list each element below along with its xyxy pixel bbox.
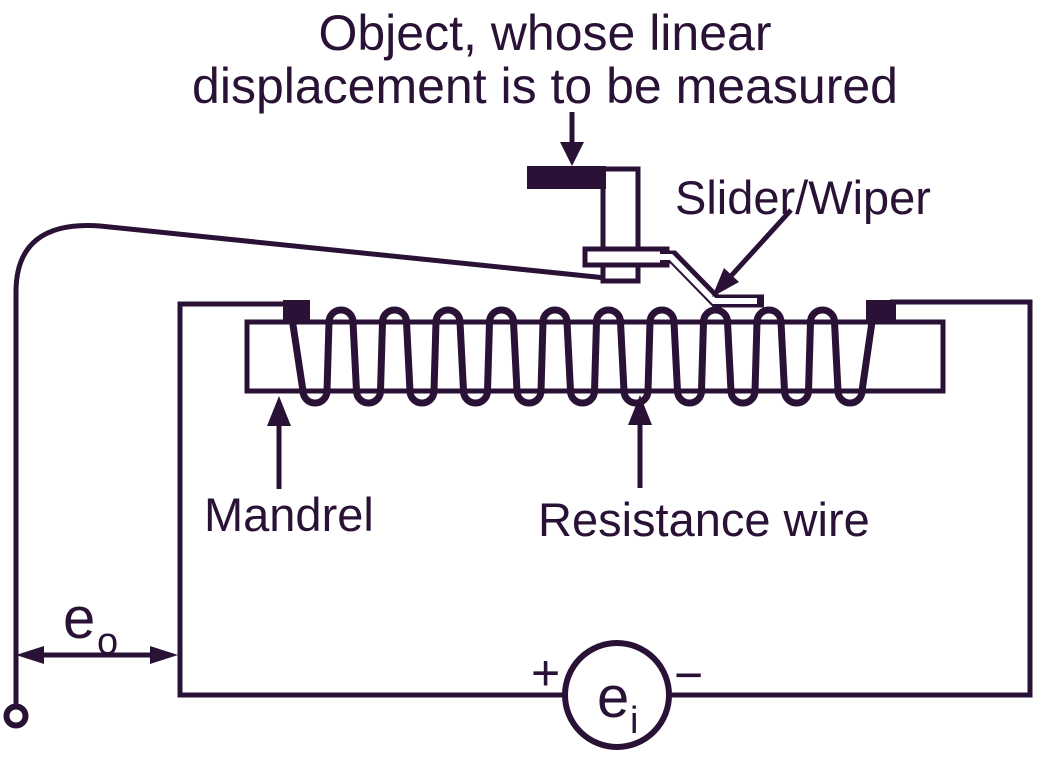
eo-arrow-right-head-icon (150, 646, 178, 664)
voltage-source-circle (562, 640, 672, 750)
input-voltage-label: e (597, 665, 629, 730)
title-line2: displacement is to be measured (192, 58, 898, 114)
wiper-arm-inner (660, 254, 757, 304)
object-arrow-head-icon (560, 142, 584, 166)
coil-winding (286, 304, 878, 407)
eo-arrow-left-head-icon (16, 646, 44, 664)
slider-output-wire (13, 223, 607, 706)
source-minus-sign: − (674, 647, 703, 703)
output-terminal-circle (3, 703, 29, 729)
slider-wiper-label: Slider/Wiper (675, 171, 931, 224)
output-voltage-label: e (63, 586, 95, 651)
source-plus-sign: + (531, 645, 560, 701)
input-voltage-subscript: i (630, 700, 638, 742)
slider-contact-tab (600, 262, 641, 284)
mandrel-arrow-head-icon (267, 396, 291, 426)
slider-wiper-arrow-line (729, 208, 793, 278)
terminal-right (866, 300, 896, 322)
slider-shaft (600, 166, 641, 255)
slider-wiper-arrow-head-icon (712, 268, 739, 297)
object-block (527, 166, 606, 189)
title-line1: Object, whose linear (318, 5, 771, 61)
terminal-left (283, 300, 310, 322)
resistance-wire-label: Resistance wire (538, 493, 870, 546)
resistance-wire-arrow-head-icon (628, 395, 652, 425)
mandrel-label: Mandrel (204, 488, 374, 541)
